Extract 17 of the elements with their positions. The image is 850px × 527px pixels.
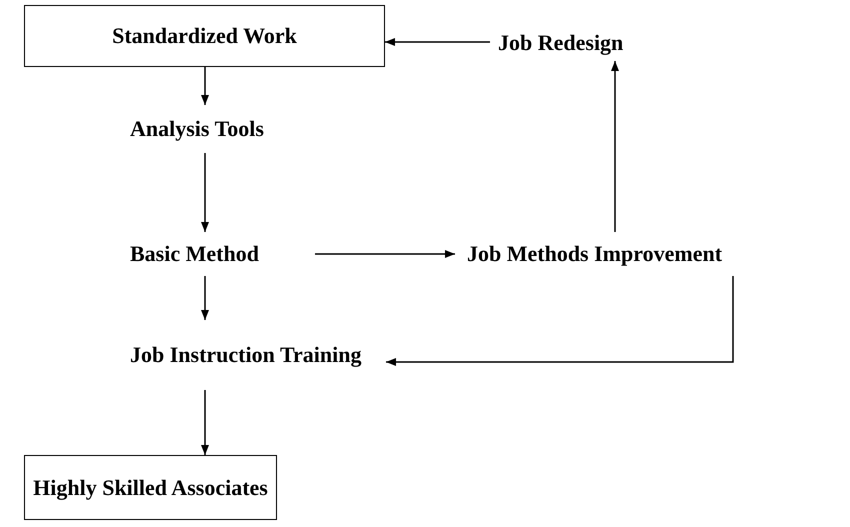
process-box xyxy=(24,455,277,520)
arrow xyxy=(315,250,455,258)
arrow xyxy=(201,276,209,320)
arrow xyxy=(611,61,619,232)
arrow xyxy=(201,390,209,455)
step-label: Analysis Tools xyxy=(130,115,265,143)
box-label: Highly Skilled Associates xyxy=(33,474,268,500)
arrow xyxy=(386,276,734,366)
step-label: Basic Method xyxy=(130,240,260,268)
arrow xyxy=(201,67,209,105)
step-label: Job Redesign xyxy=(498,28,624,57)
step-label: Job Instruction Training xyxy=(130,341,362,369)
process-box xyxy=(24,5,385,67)
arrow xyxy=(385,38,490,46)
arrow xyxy=(201,153,209,232)
box-label: Standardized Work xyxy=(112,23,297,49)
step-label: Job Methods Improvement xyxy=(467,240,724,268)
